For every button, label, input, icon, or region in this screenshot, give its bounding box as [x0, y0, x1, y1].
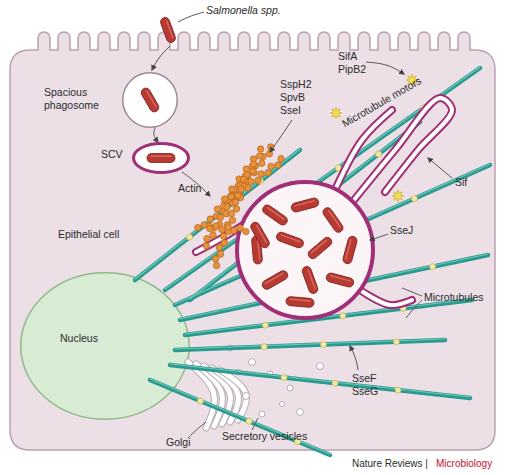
structure-label: Sif: [455, 176, 467, 189]
journal-credit: Nature Reviews |: [352, 457, 428, 470]
structure-label: Golgi: [166, 436, 191, 449]
cell-membrane: [10, 32, 495, 450]
effector-label: SpvB: [280, 91, 305, 104]
epithelial-cell: Epithelial cell Spacious phagosomeSCV Nucl…: [10, 30, 495, 450]
effector-label: SseG: [352, 385, 378, 398]
spacious-phagosome: Spacious phagosome: [122, 72, 178, 128]
effector-label: SifA: [338, 50, 357, 63]
structure-label: Actin: [178, 182, 201, 195]
effector-label: SseI: [280, 104, 301, 117]
structure-label: Microtubules: [424, 291, 484, 304]
effector-label: SspH2: [280, 78, 312, 91]
nucleus-shape: [21, 273, 190, 420]
node-label: SCV: [101, 148, 129, 161]
node-label: Spacious phagosome: [44, 86, 116, 112]
effector-label: SseF: [352, 372, 377, 385]
effector-label: PipB2: [338, 63, 366, 76]
scv-vacuole-shape: [134, 144, 189, 173]
structure-label: Secretory vesicles: [222, 430, 307, 443]
nucleus: Nucleus: [20, 272, 190, 420]
journal-credit: Microbiology: [436, 457, 492, 470]
node-label: Nucleus: [60, 332, 130, 345]
organism-label: Salmonella spp.: [206, 4, 281, 17]
nucleus-outline: [20, 272, 190, 420]
node-label: Epithelial cell: [58, 228, 153, 241]
scv-vacuole-outline: [132, 142, 190, 174]
leader-line: [178, 12, 204, 22]
spacious-phagosome-shape: [123, 73, 178, 128]
scv-vacuole: SCV: [132, 142, 190, 174]
structure-label: Microtubule motors: [340, 74, 424, 130]
effector-label: SseJ: [390, 224, 413, 237]
spacious-phagosome-outline: [122, 72, 178, 128]
